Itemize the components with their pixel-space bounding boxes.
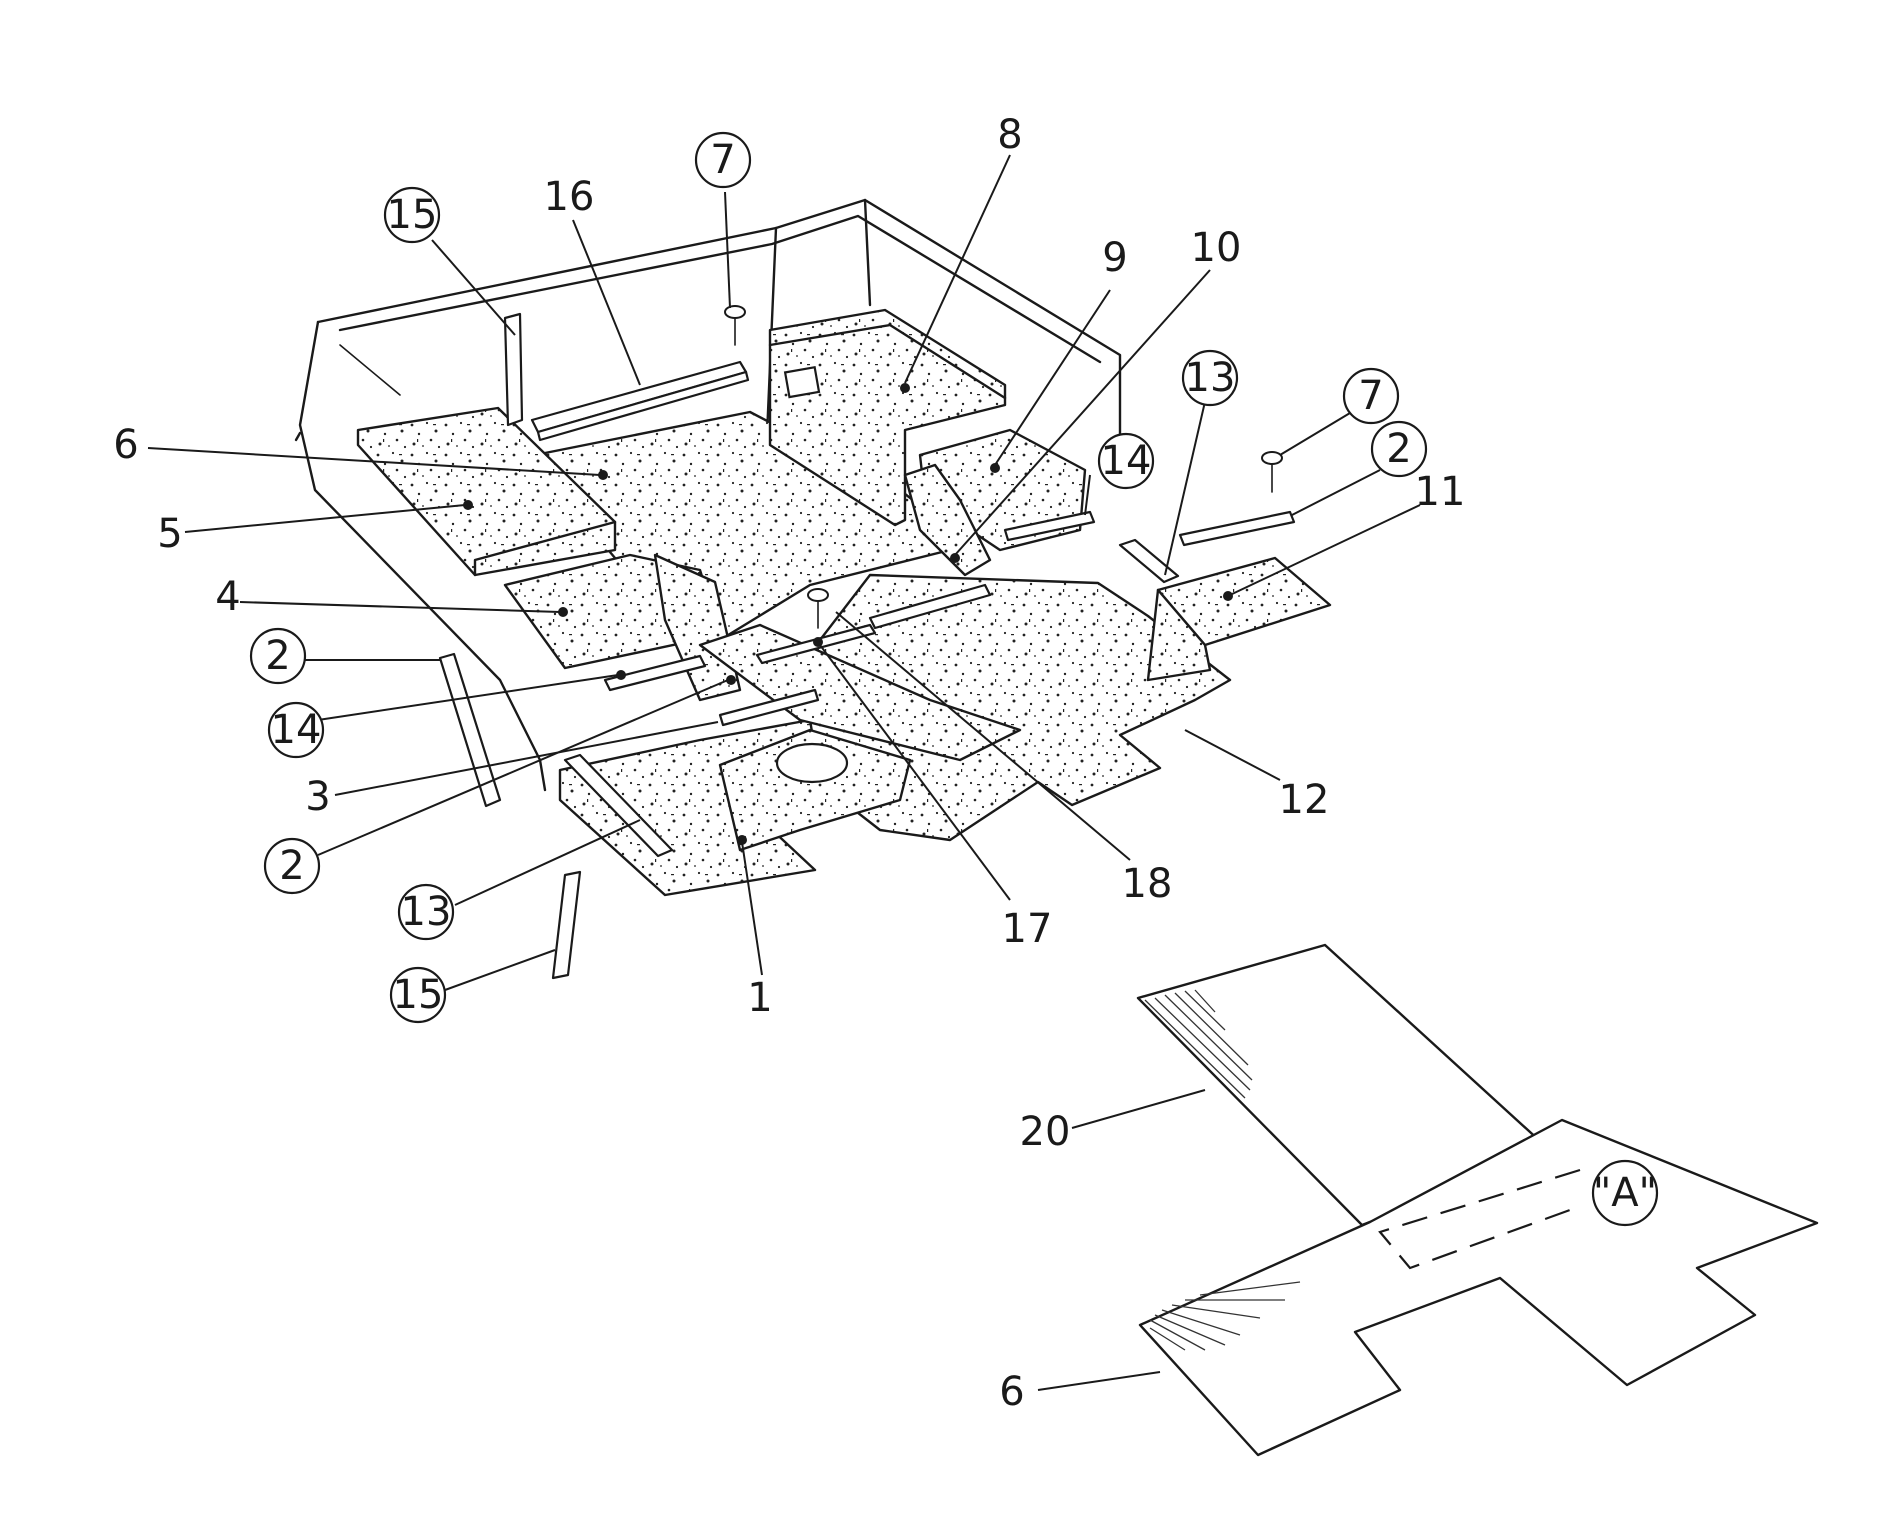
callout-number: 2 bbox=[1386, 426, 1411, 472]
callout-13-circled: 13 bbox=[397, 883, 455, 941]
carpet-pieces bbox=[356, 308, 1332, 897]
callout-number: 5 bbox=[157, 511, 182, 557]
callout-ring bbox=[694, 131, 752, 189]
callout-ring bbox=[397, 883, 455, 941]
wheel-box-8 bbox=[768, 308, 1007, 527]
callout-6: 6 bbox=[113, 422, 138, 468]
trim-strips bbox=[438, 305, 1296, 980]
callout-number: 4 bbox=[215, 574, 240, 620]
callout-number: 13 bbox=[401, 889, 452, 935]
strip-18 bbox=[868, 583, 992, 630]
callout-18: 18 bbox=[1122, 861, 1173, 907]
side-flap bbox=[653, 553, 742, 702]
callout-ring bbox=[1591, 1159, 1659, 1227]
callout-5: 5 bbox=[157, 511, 182, 557]
callout-number: 10 bbox=[1191, 225, 1242, 271]
callout-ring bbox=[1370, 420, 1428, 478]
callout-ring bbox=[267, 701, 325, 759]
callout-9: 9 bbox=[1102, 235, 1127, 281]
callout-number: 12 bbox=[1279, 777, 1330, 823]
callout-ring bbox=[263, 837, 321, 895]
strip-13-lower bbox=[563, 753, 674, 858]
callout-16: 16 bbox=[544, 174, 595, 220]
callout-13-circled: 13 bbox=[1181, 349, 1239, 407]
pattern-sheet-6 bbox=[1138, 1118, 1819, 1457]
callout-2-circled: 2 bbox=[263, 837, 321, 895]
strip-15-lower bbox=[551, 870, 582, 980]
callout-ring bbox=[389, 966, 447, 1024]
strip-14-left bbox=[603, 654, 707, 692]
callout-11: 11 bbox=[1415, 469, 1466, 515]
callout-4: 4 bbox=[215, 574, 240, 620]
callout-number: 15 bbox=[393, 972, 444, 1018]
callout-number: 8 bbox=[997, 112, 1022, 158]
callout-number: 20 bbox=[1020, 1109, 1071, 1155]
callout-number: 3 bbox=[305, 774, 330, 820]
callout-2-circled: 2 bbox=[249, 627, 307, 685]
callout-number: 9 bbox=[1102, 235, 1127, 281]
callout-ring bbox=[1097, 432, 1155, 490]
panel-11-side bbox=[1146, 588, 1212, 682]
callout-number: 2 bbox=[265, 633, 290, 679]
callout-number: 15 bbox=[387, 192, 438, 238]
box-side-10 bbox=[903, 463, 992, 577]
callout-ring bbox=[1181, 349, 1239, 407]
callout-7-circled: 7 bbox=[694, 131, 752, 189]
callout-ring bbox=[383, 186, 441, 244]
fastener-7-upper bbox=[724, 305, 746, 346]
callout-3: 3 bbox=[305, 774, 330, 820]
panel-5 bbox=[356, 406, 617, 577]
callout-number: 18 bbox=[1122, 861, 1173, 907]
strip-15-upper bbox=[503, 312, 524, 427]
strip-2-right bbox=[1178, 510, 1296, 547]
strip-2-left bbox=[438, 652, 502, 808]
callout-number: 1 bbox=[747, 975, 772, 1021]
callout-12: 12 bbox=[1279, 777, 1330, 823]
callout-17: 17 bbox=[1002, 906, 1053, 952]
callout-6: 6 bbox=[999, 1369, 1024, 1415]
fastener-7-right bbox=[1261, 451, 1283, 493]
callout-number: 2 bbox=[279, 843, 304, 889]
callout-number: 13 bbox=[1185, 355, 1236, 401]
callout-A-circled: "A" bbox=[1591, 1159, 1659, 1227]
callout-15-circled: 15 bbox=[383, 186, 441, 244]
leader-lines bbox=[147, 154, 1421, 1391]
callout-2-circled: 2 bbox=[1370, 420, 1428, 478]
callout-number: 14 bbox=[271, 707, 322, 753]
callout-number: 7 bbox=[1358, 373, 1383, 419]
callout-14-circled: 14 bbox=[1097, 432, 1155, 490]
callout-number: 6 bbox=[999, 1369, 1024, 1415]
callout-7-circled: 7 bbox=[1342, 367, 1400, 425]
cutting-pattern-sheets bbox=[1136, 943, 1819, 1457]
callout-number: "A" bbox=[1593, 1170, 1657, 1216]
callout-number: 11 bbox=[1415, 469, 1466, 515]
callout-number: 16 bbox=[544, 174, 595, 220]
overlap-area-A bbox=[1378, 1168, 1581, 1270]
callout-1: 1 bbox=[747, 975, 772, 1021]
callout-8: 8 bbox=[997, 112, 1022, 158]
callout-number: 14 bbox=[1101, 438, 1152, 484]
callout-15-circled: 15 bbox=[389, 966, 447, 1024]
callout-20: 20 bbox=[1020, 1109, 1071, 1155]
strip-13-upper bbox=[1118, 538, 1180, 584]
callout-10: 10 bbox=[1191, 225, 1242, 271]
callout-number: 6 bbox=[113, 422, 138, 468]
tunnel-hump-1 bbox=[718, 728, 912, 852]
callout-ring bbox=[1342, 367, 1400, 425]
callout-ring bbox=[249, 627, 307, 685]
strip-3 bbox=[718, 688, 820, 727]
callout-14-circled: 14 bbox=[267, 701, 325, 759]
callout-number: 7 bbox=[710, 137, 735, 183]
fastener-18 bbox=[807, 588, 829, 629]
strip-14-upper bbox=[1003, 510, 1096, 542]
callout-number: 17 bbox=[1002, 906, 1053, 952]
